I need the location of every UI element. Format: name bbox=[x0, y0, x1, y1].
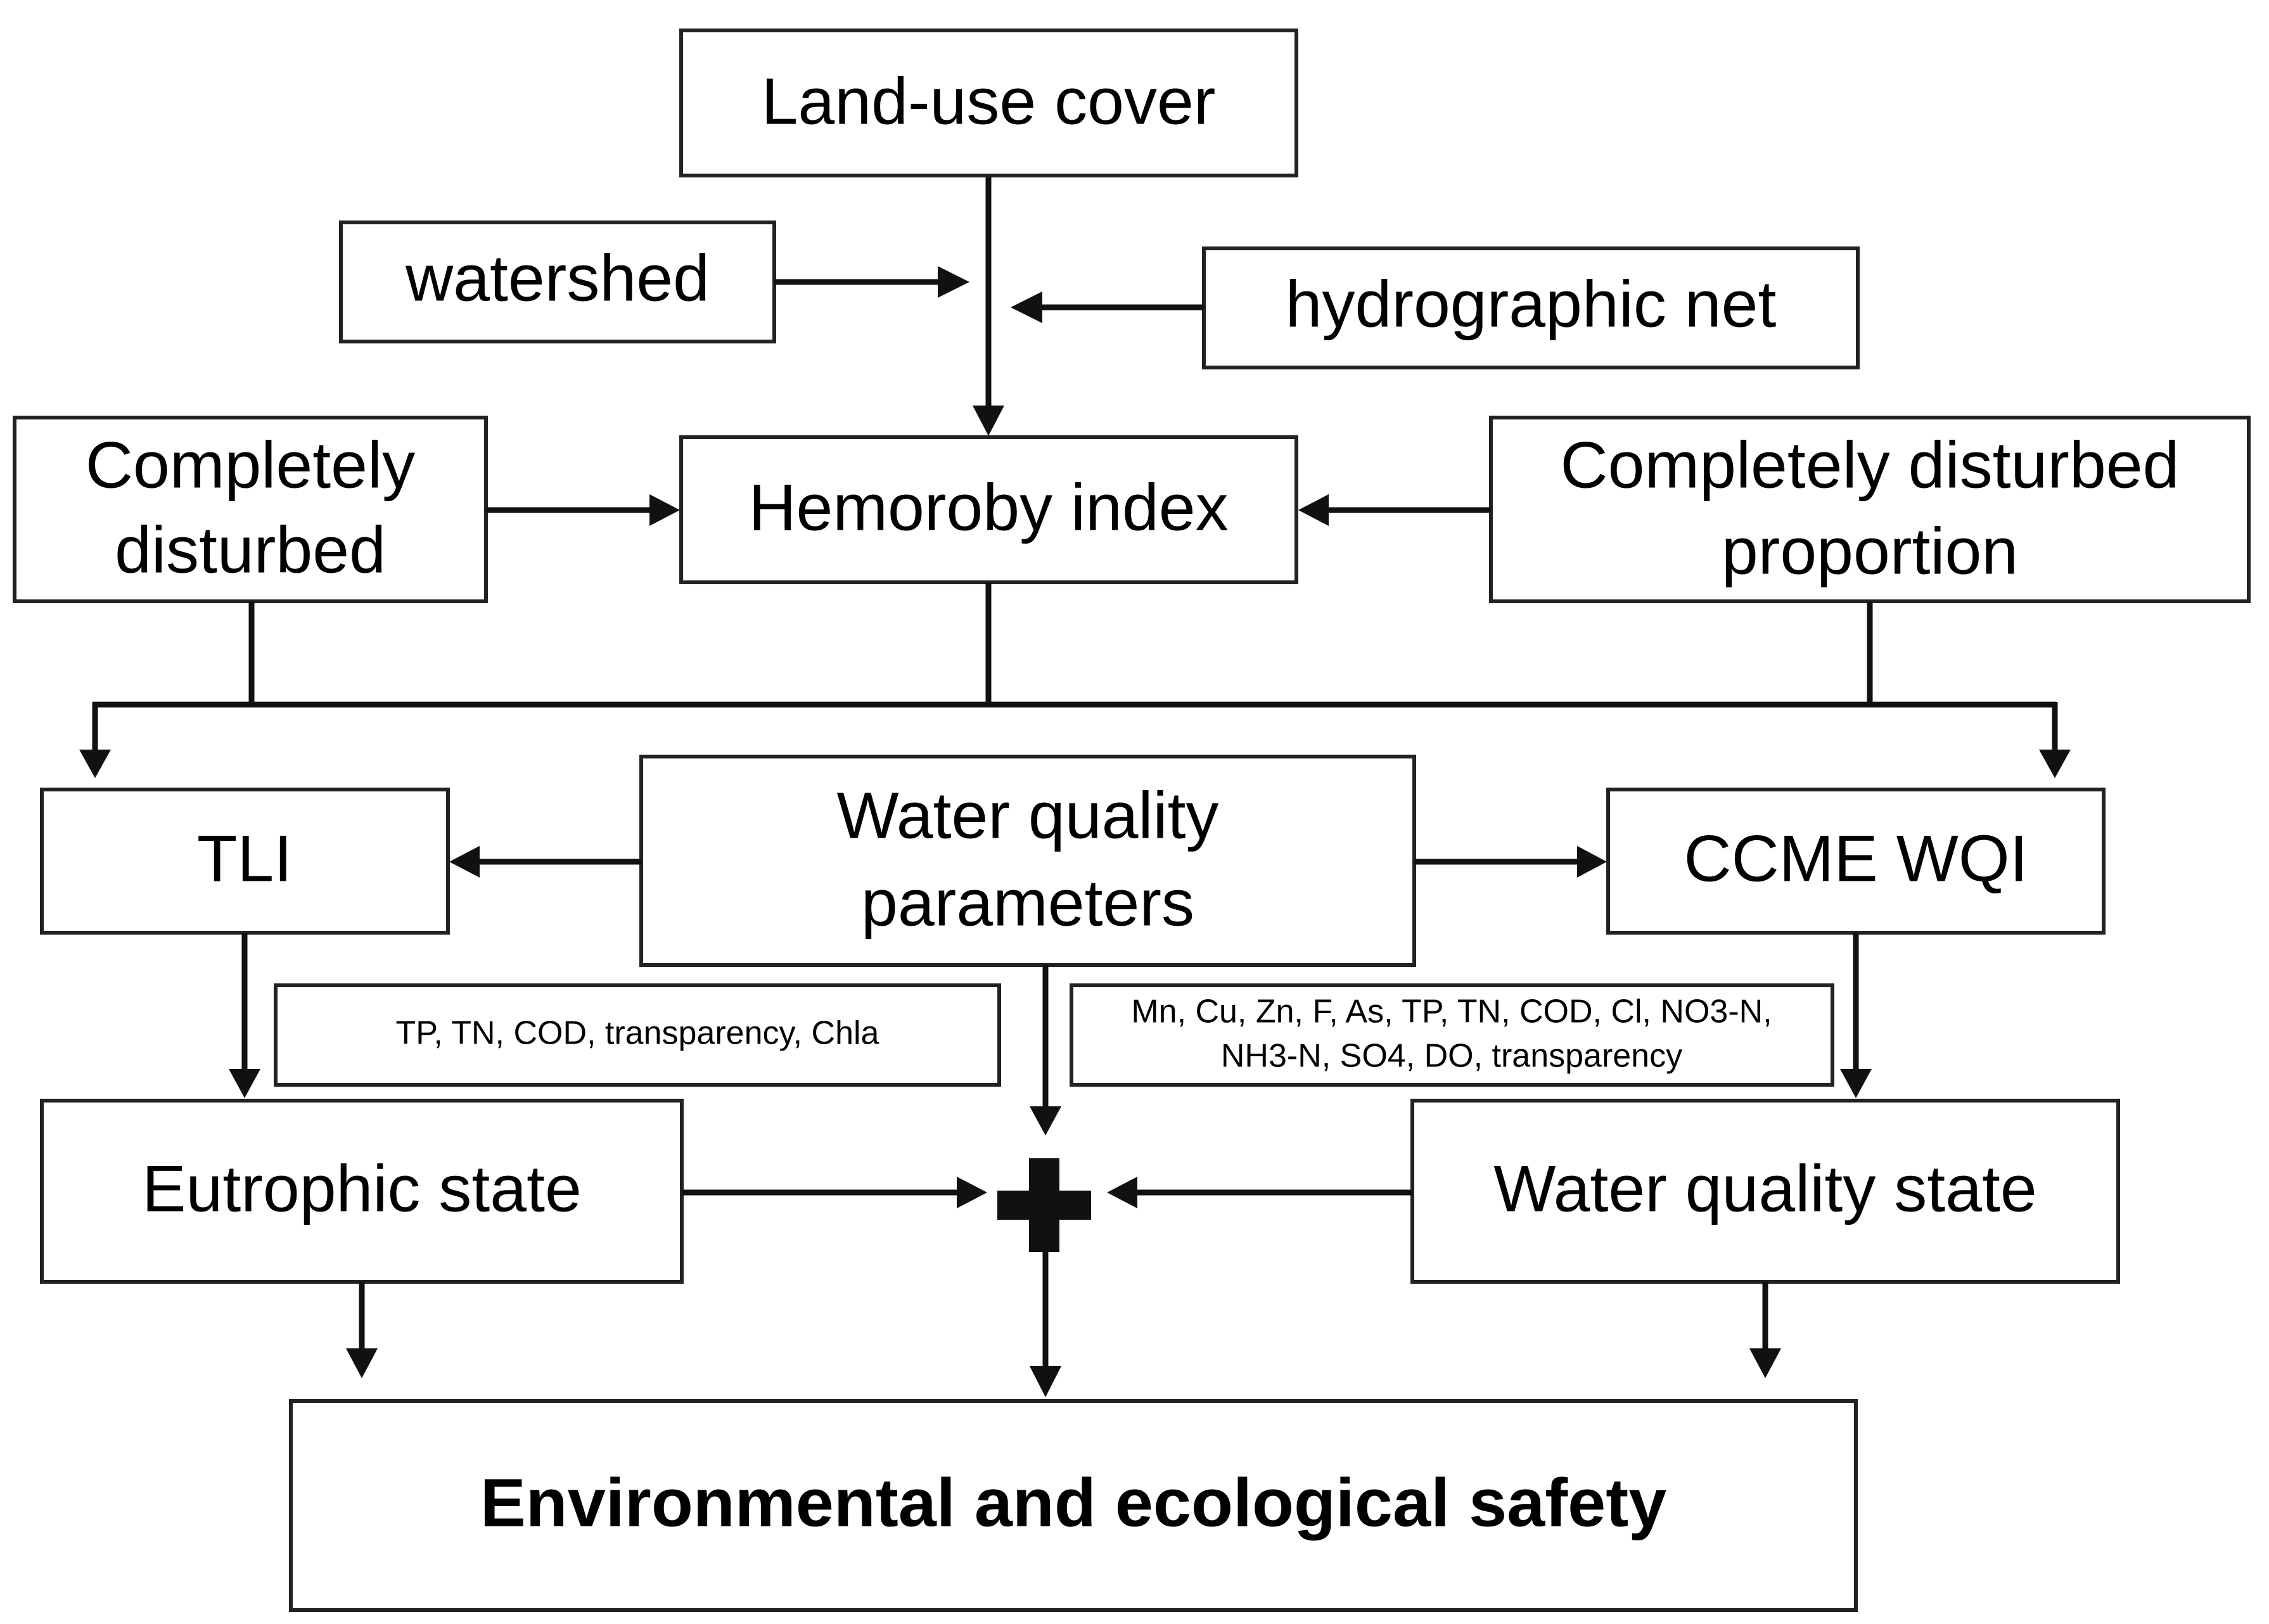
arrowhead bbox=[449, 846, 480, 878]
node-label-line2: NH3-N, SO4, DO, transparency bbox=[1221, 1038, 1682, 1075]
node-label-line1: Water quality bbox=[836, 779, 1218, 852]
node-ccme-wqi: CCME WQI bbox=[1606, 788, 2106, 935]
node-environmental-ecological-safety: Environmental and ecological safety bbox=[289, 1399, 1858, 1612]
node-label-line1: Mn, Cu, Zn, F, As, TP, TN, COD, Cl, NO3-… bbox=[1131, 994, 1772, 1030]
arrowhead bbox=[649, 494, 680, 526]
node-eutrophic-state: Eutrophic state bbox=[40, 1099, 684, 1284]
node-label-line1: Completely disturbed bbox=[1561, 428, 2180, 502]
node-water-quality-state: Water quality state bbox=[1410, 1099, 2120, 1284]
node-label-line2: parameters bbox=[861, 866, 1194, 940]
node-label-line2: disturbed bbox=[115, 513, 386, 587]
node-label-line1: Completely bbox=[86, 428, 415, 502]
node-label: Land-use cover bbox=[762, 65, 1216, 138]
arrowhead bbox=[1840, 1069, 1872, 1098]
arrowhead bbox=[1577, 846, 1607, 878]
arrowhead bbox=[229, 1069, 260, 1098]
node-hemoroby-index: Hemoroby index bbox=[679, 435, 1298, 584]
node-completely-disturbed: Completely disturbed bbox=[13, 416, 488, 603]
arrowhead bbox=[1749, 1348, 1781, 1378]
node-label: hydrographic net bbox=[1286, 267, 1777, 341]
node-label: watershed bbox=[405, 241, 710, 315]
arrowhead bbox=[1030, 1366, 1061, 1397]
node-completely-disturbed-proportion: Completely disturbed proportion bbox=[1489, 416, 2251, 603]
node-tli-parameters: TP, TN, COD, transparency, Chla bbox=[274, 983, 1001, 1087]
node-label: Eutrophic state bbox=[142, 1152, 582, 1225]
plus-icon bbox=[997, 1157, 1091, 1252]
arrowhead bbox=[346, 1348, 378, 1378]
node-label: TLI bbox=[197, 822, 292, 895]
arrowhead bbox=[1298, 494, 1329, 526]
node-ccme-parameters: Mn, Cu, Zn, F, As, TP, TN, COD, Cl, NO3-… bbox=[1070, 983, 1834, 1087]
arrowhead bbox=[1107, 1177, 1137, 1208]
arrowhead bbox=[957, 1177, 987, 1208]
arrowhead bbox=[1030, 1106, 1061, 1135]
node-tli: TLI bbox=[40, 788, 450, 935]
arrowhead bbox=[2039, 750, 2071, 778]
node-watershed: watershed bbox=[339, 221, 776, 343]
node-label-line2: proportion bbox=[1722, 515, 2018, 588]
node-water-quality-parameters: Water quality parameters bbox=[639, 755, 1416, 967]
node-hydrographic-net: hydrographic net bbox=[1202, 246, 1860, 369]
node-label: Water quality state bbox=[1493, 1152, 2036, 1225]
node-label: TP, TN, COD, transparency, Chla bbox=[396, 1015, 879, 1052]
node-label: CCME WQI bbox=[1684, 822, 2028, 895]
arrowhead bbox=[79, 750, 111, 778]
arrowhead bbox=[1011, 291, 1042, 323]
node-label: Environmental and ecological safety bbox=[480, 1464, 1667, 1541]
node-label: Hemoroby index bbox=[748, 471, 1228, 544]
node-land-use-cover: Land-use cover bbox=[679, 29, 1298, 177]
arrowhead bbox=[938, 266, 969, 298]
arrowhead bbox=[973, 406, 1004, 436]
